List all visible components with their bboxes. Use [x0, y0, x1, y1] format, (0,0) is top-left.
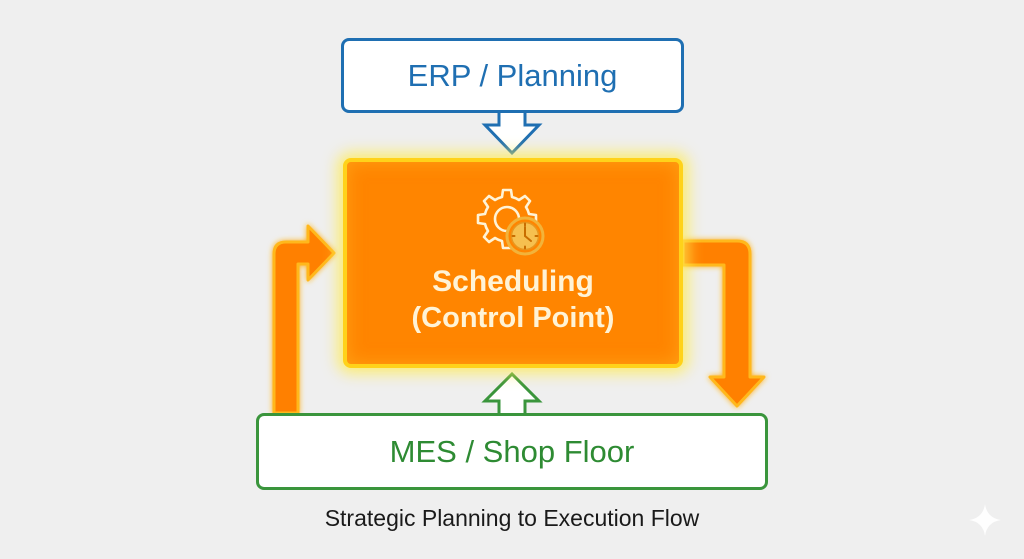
feedback-arrow-left	[272, 224, 336, 415]
execution-arrow-right	[681, 239, 766, 408]
scheduling-subtitle: (Control Point)	[411, 302, 615, 334]
scheduling-title: Scheduling	[432, 265, 594, 298]
sparkle-icon	[969, 504, 1001, 536]
erp-down-arrow	[481, 110, 543, 156]
gear-clock-icon	[475, 184, 551, 260]
mes-shop-floor-label: MES / Shop Floor	[389, 433, 635, 469]
diagram-caption: Strategic Planning to Execution Flow	[324, 505, 700, 531]
erp-planning-label: ERP / Planning	[407, 57, 618, 93]
mes-shop-floor-box: MES / Shop Floor	[256, 413, 768, 490]
erp-planning-box: ERP / Planning	[341, 38, 684, 113]
scheduling-box: Scheduling (Control Point)	[343, 158, 683, 368]
mes-up-arrow	[481, 371, 543, 416]
